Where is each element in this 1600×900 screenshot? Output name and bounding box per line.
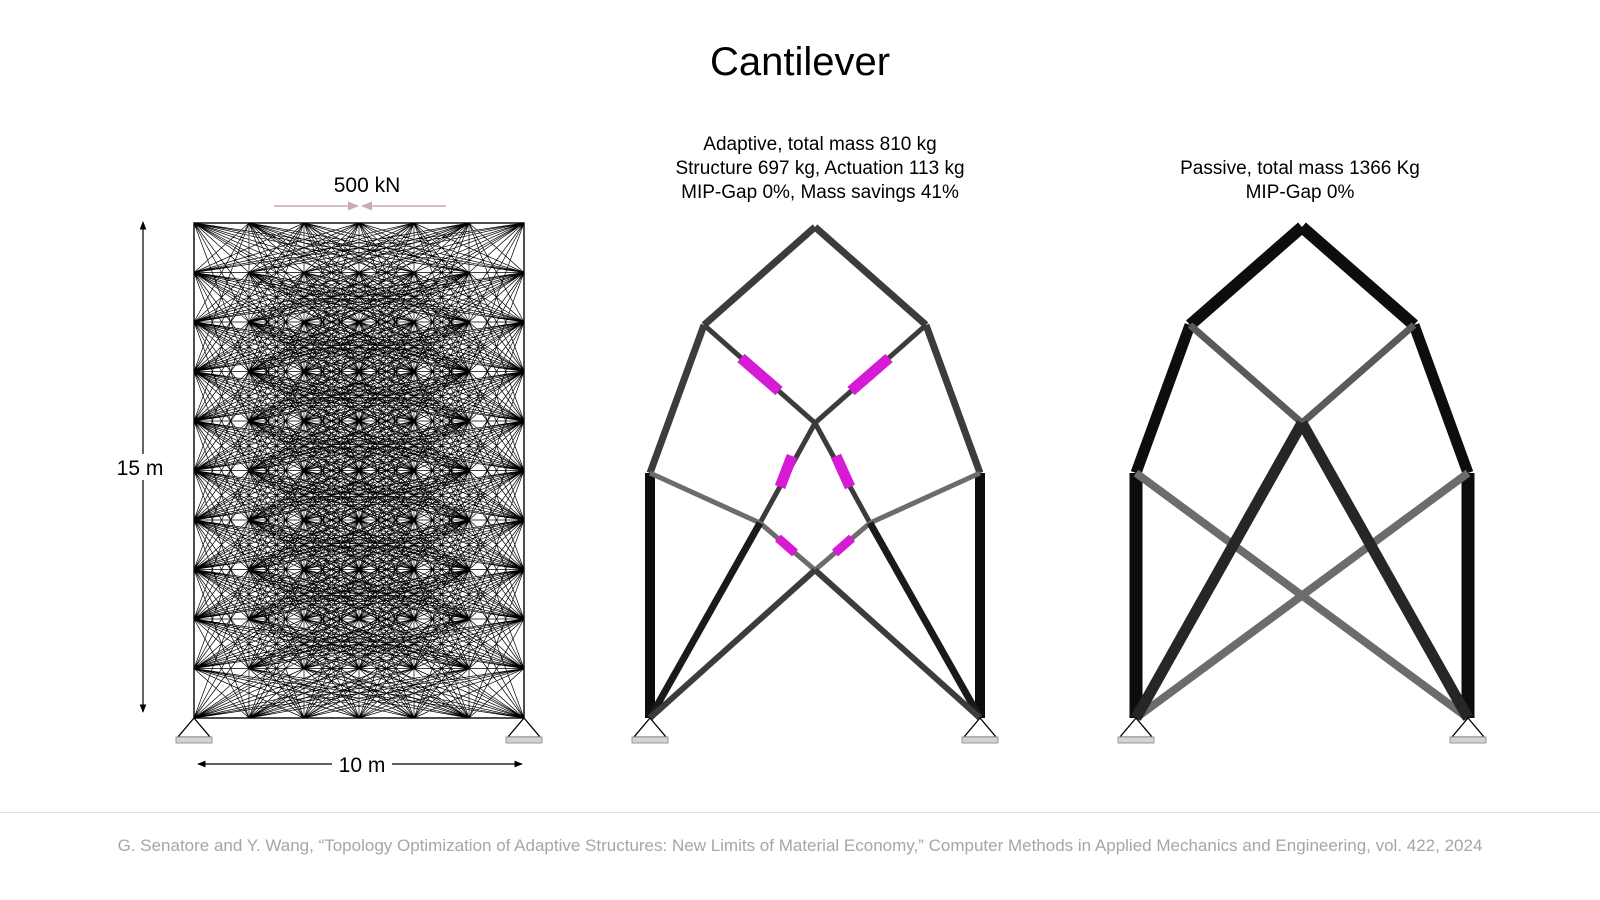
support-left bbox=[175, 716, 213, 744]
footer-citation: G. Senatore and Y. Wang, “Topology Optim… bbox=[117, 836, 1483, 855]
passive-caption-line: Passive, total mass 1366 Kg bbox=[1180, 158, 1420, 179]
passive-caption-line: MIP-Gap 0% bbox=[1245, 182, 1355, 203]
adaptive-caption-line: Structure 697 kg, Actuation 113 kg bbox=[675, 158, 965, 179]
support-right bbox=[1449, 716, 1487, 744]
support-right bbox=[505, 716, 543, 744]
support-right bbox=[961, 716, 999, 744]
footer-divider bbox=[0, 812, 1600, 813]
passive-member bbox=[1299, 322, 1417, 426]
adaptive-member bbox=[648, 470, 762, 526]
actuator bbox=[830, 453, 856, 490]
passive-member bbox=[1131, 420, 1307, 721]
passive-caption: Passive, total mass 1366 Kg MIP-Gap 0% bbox=[1100, 157, 1500, 205]
adaptive-member bbox=[922, 323, 984, 475]
adaptive-member bbox=[646, 323, 708, 475]
adaptive-caption: Adaptive, total mass 810 kg Structure 69… bbox=[620, 133, 1020, 205]
ground-structure-diagram: 500 kN 15 m 10 m bbox=[110, 174, 543, 777]
passive-member bbox=[1133, 469, 1471, 722]
width-label: 10 m bbox=[339, 754, 386, 777]
actuator bbox=[775, 534, 798, 557]
passive-member bbox=[1297, 420, 1473, 721]
adaptive-member bbox=[646, 521, 764, 720]
passive-structure-diagram bbox=[1117, 222, 1487, 744]
actuator bbox=[847, 353, 893, 396]
load-label: 500 kN bbox=[334, 174, 401, 197]
ground-structure-mesh bbox=[193, 222, 525, 719]
height-label: 15 m bbox=[117, 457, 164, 480]
adaptive-caption-line: Adaptive, total mass 810 kg bbox=[703, 134, 937, 155]
actuator bbox=[774, 454, 798, 489]
adaptive-member bbox=[647, 567, 818, 721]
passive-member bbox=[1298, 222, 1418, 330]
passive-member bbox=[1408, 323, 1474, 475]
adaptive-member bbox=[866, 521, 984, 720]
adaptive-member bbox=[701, 224, 818, 328]
actuator bbox=[832, 534, 855, 557]
passive-member bbox=[1186, 222, 1306, 330]
ground-structure-boundary bbox=[193, 222, 525, 719]
adaptive-member bbox=[868, 470, 982, 526]
ground-structure-members bbox=[193, 222, 525, 719]
passive-member bbox=[1187, 322, 1305, 426]
slide-title: Cantilever bbox=[709, 40, 891, 84]
support-left bbox=[1117, 716, 1155, 744]
adaptive-member bbox=[812, 567, 983, 721]
actuator bbox=[737, 353, 783, 396]
passive-member bbox=[1130, 323, 1196, 475]
adaptive-structure-diagram bbox=[631, 224, 999, 744]
support-left bbox=[631, 716, 669, 744]
adaptive-caption-line: MIP-Gap 0%, Mass savings 41% bbox=[681, 182, 959, 203]
adaptive-member bbox=[812, 224, 929, 328]
